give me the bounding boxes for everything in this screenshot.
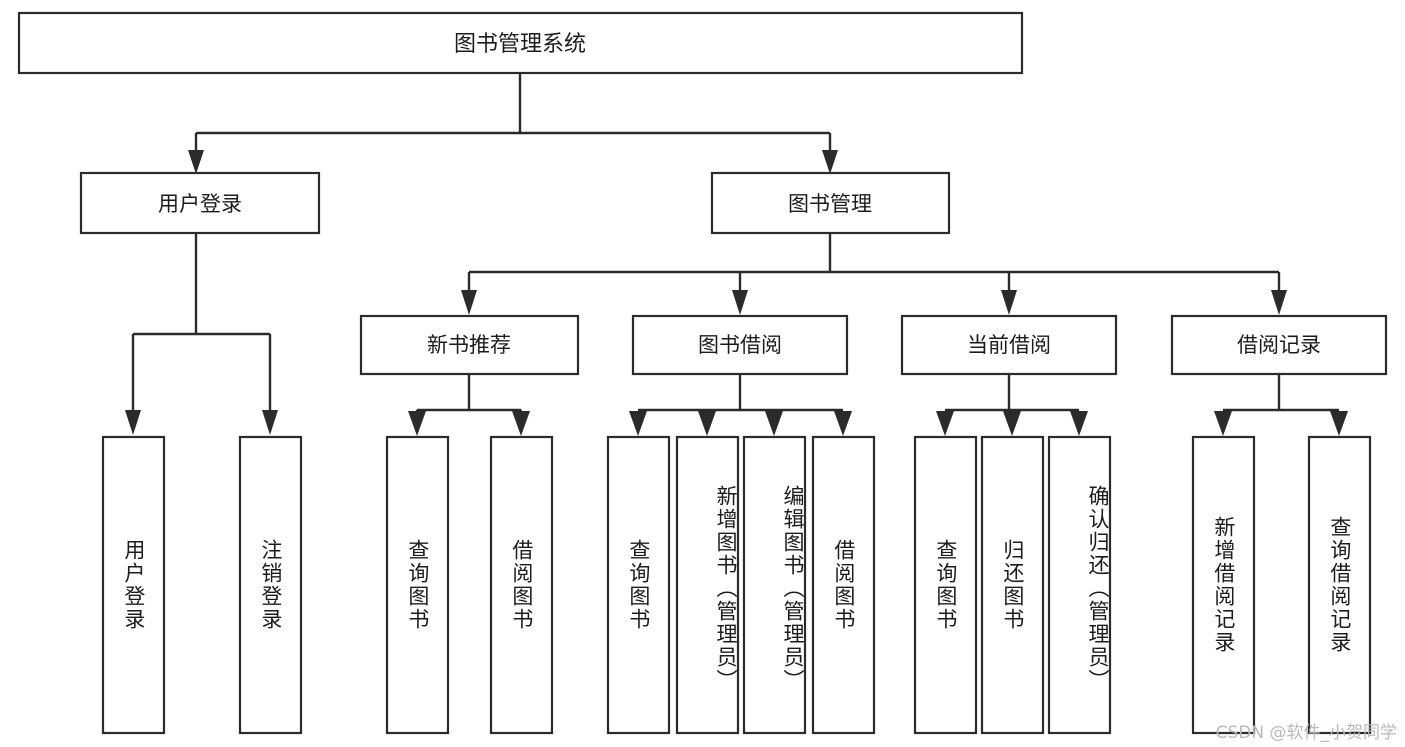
connector-layer	[125, 74, 1348, 436]
node-root[interactable]	[17, 11, 1024, 75]
arrowhead-leaf-borrow-book-1	[512, 411, 530, 436]
node-book-management-label: 图书管理	[788, 192, 872, 216]
node-leaf-user-login[interactable]	[101, 435, 166, 735]
arrowhead-leaf-query-record	[1330, 411, 1348, 436]
watermark-text: CSDN @软件_小贺同学	[1215, 723, 1397, 743]
node-leaf-query-record[interactable]	[1307, 435, 1372, 735]
arrowhead-leaf-confirm-return	[1070, 411, 1088, 436]
node-user-login-label: 用户登录	[158, 192, 242, 216]
node-leaf-add-book[interactable]	[675, 435, 740, 735]
node-current-borrow-label: 当前借阅	[967, 333, 1051, 357]
node-leaf-edit-book[interactable]	[742, 435, 807, 735]
arrowhead-leaf-query-book-3	[936, 411, 954, 436]
node-leaf-query-book-3[interactable]	[913, 435, 978, 735]
node-leaf-add-record[interactable]	[1191, 435, 1256, 735]
arrowhead-current-borrow	[1001, 290, 1017, 315]
node-leaf-confirm-return[interactable]	[1047, 435, 1112, 735]
arrowhead-book-management	[822, 150, 838, 174]
arrowhead-leaf-query-book-2	[629, 411, 647, 436]
arrowhead-leaf-edit-book	[765, 411, 783, 436]
arrowhead-leaf-add-book	[698, 411, 716, 436]
node-book-borrow-label: 图书借阅	[698, 333, 782, 357]
arrowhead-user-login	[188, 150, 204, 174]
node-borrow-record[interactable]	[1170, 314, 1388, 376]
arrowhead-leaf-user-logout	[262, 410, 278, 435]
node-current-borrow[interactable]	[900, 314, 1118, 376]
arrowhead-leaf-add-record	[1214, 411, 1232, 436]
node-leaf-query-book-2[interactable]	[606, 435, 671, 735]
arrowhead-leaf-return-book	[1003, 411, 1021, 436]
arrowhead-leaf-borrow-book-2	[834, 411, 852, 436]
node-leaf-borrow-book-2[interactable]	[811, 435, 876, 735]
arrowhead-book-borrow	[732, 290, 748, 315]
node-layer: 图书管理系统 用户登录 图书管理 新书推荐 图书借阅 当前借阅 借阅记录	[17, 11, 1388, 735]
node-book-borrow[interactable]	[631, 314, 849, 376]
node-leaf-user-logout[interactable]	[238, 435, 303, 735]
node-user-login[interactable]	[79, 171, 321, 235]
node-root-label: 图书管理系统	[454, 32, 586, 57]
arrowhead-leaf-query-book-1	[408, 411, 426, 436]
node-leaf-borrow-book-1[interactable]	[489, 435, 554, 735]
node-leaf-return-book[interactable]	[980, 435, 1045, 735]
node-new-book-recommend[interactable]	[359, 314, 580, 376]
node-book-management[interactable]	[710, 171, 951, 235]
arrowhead-leaf-user-login	[125, 410, 141, 435]
arrowhead-borrow-record	[1271, 290, 1287, 315]
arrowhead-new-book-recommend	[461, 290, 477, 315]
node-borrow-record-label: 借阅记录	[1237, 333, 1321, 357]
node-new-book-recommend-label: 新书推荐	[427, 333, 511, 357]
node-leaf-query-book-1[interactable]	[385, 435, 450, 735]
